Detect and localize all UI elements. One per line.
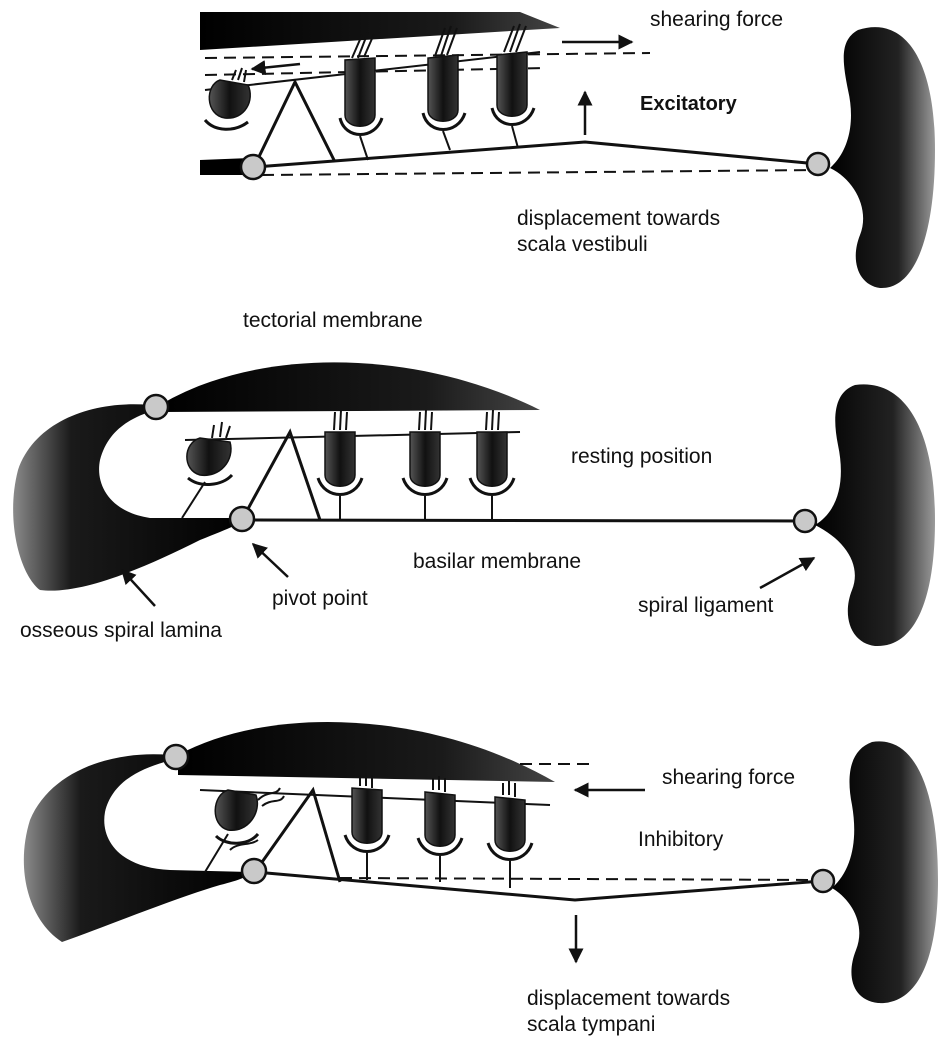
label-resting-position: resting position [571, 445, 712, 468]
outer-hair-cells [345, 773, 532, 888]
ligament-attachment-marker [794, 510, 816, 532]
inner-hair-cell-support [205, 834, 228, 872]
pivot-point-arrow [253, 544, 288, 577]
spiral-ligament [815, 384, 935, 646]
inner-hair-cell [187, 438, 231, 475]
inner-hair-cell-cup [205, 120, 248, 129]
tectorial-attachment-marker [144, 395, 168, 419]
shear-reference-line [340, 878, 820, 880]
panel-inhibitory: shearing force Inhibitory displacement t… [24, 722, 938, 1036]
inner-hair-cell-cup [188, 475, 232, 484]
basilar-membrane [255, 142, 818, 167]
label-displacement-tympani-2: scala tympani [527, 1013, 655, 1036]
basilar-membrane [255, 872, 822, 900]
inner-hair-cell-support [182, 482, 205, 518]
label-osseous-spiral-lamina: osseous spiral lamina [20, 619, 222, 642]
panel-resting: tectorial membrane [13, 309, 935, 646]
ligament-attachment-marker [807, 153, 829, 175]
pivot-point-marker [230, 507, 254, 531]
outer-hair-cells [340, 24, 534, 160]
label-shearing-force-bottom: shearing force [662, 766, 795, 789]
spiral-ligament-arrow [760, 558, 814, 588]
label-pivot-point: pivot point [272, 587, 368, 610]
spiral-ligament [830, 27, 935, 288]
pivot-point-marker [242, 859, 266, 883]
tunnel-of-corti [255, 82, 335, 165]
tectorial-attachment-marker [164, 745, 188, 769]
osseous-spiral-lamina [24, 754, 250, 942]
tunnel-of-corti [243, 432, 320, 520]
osseous-spiral-lamina-arrow [122, 570, 155, 606]
basilar-membrane [243, 520, 805, 521]
label-spiral-ligament: spiral ligament [638, 594, 774, 617]
reverse-shear-arrow [252, 64, 300, 69]
resting-reference-line [262, 170, 818, 175]
spiral-ligament [832, 741, 938, 1003]
tectorial-membrane [178, 722, 555, 782]
tectorial-membrane [160, 362, 540, 412]
osseous-spiral-lamina [13, 404, 245, 590]
stereocilia [212, 422, 230, 438]
label-excitatory: Excitatory [640, 93, 738, 115]
label-displacement-vestibuli-2: scala vestibuli [517, 233, 648, 256]
shear-reference-line [205, 53, 650, 58]
label-tectorial-membrane: tectorial membrane [243, 309, 423, 332]
ligament-attachment-marker [812, 870, 834, 892]
label-shearing-force-top: shearing force [650, 8, 783, 31]
panel-excitatory: shearing force Excitatory displacement t… [200, 8, 935, 288]
label-inhibitory: Inhibitory [638, 828, 724, 851]
stereocilia [258, 788, 284, 806]
outer-hair-cells [318, 410, 514, 520]
pivot-point-marker [241, 155, 265, 179]
inner-hair-cell [215, 790, 257, 830]
inner-hair-cell [209, 80, 250, 118]
label-displacement-tympani-1: displacement towards [527, 987, 730, 1010]
label-displacement-vestibuli-1: displacement towards [517, 207, 720, 230]
label-basilar-membrane: basilar membrane [413, 550, 581, 573]
